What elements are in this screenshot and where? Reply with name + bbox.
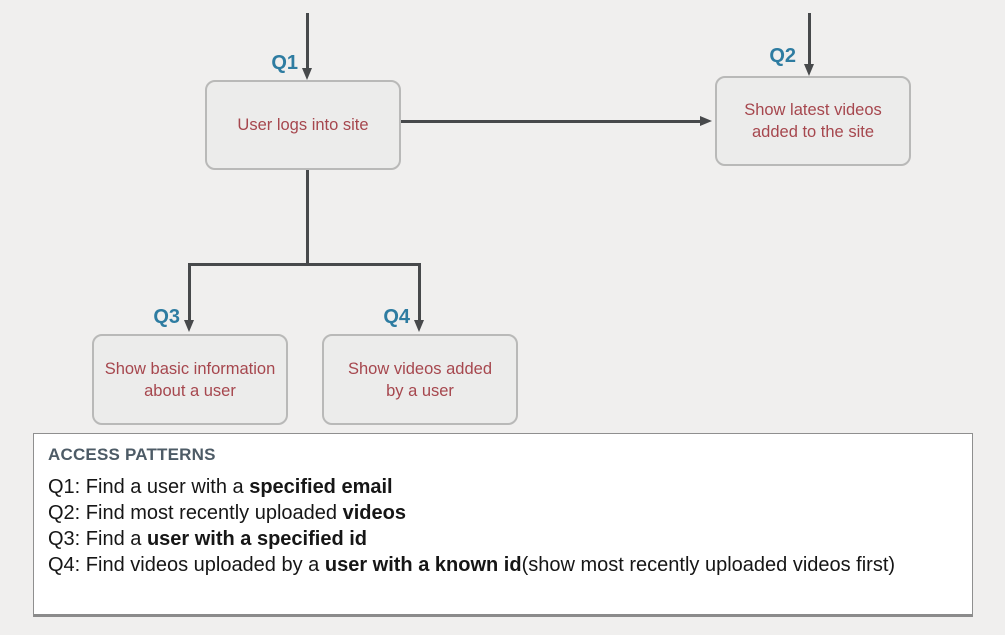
node-show-latest-videos: Show latest videos added to the site	[715, 76, 911, 166]
access-patterns-panel: ACCESS PATTERNS Q1: Find a user with a s…	[33, 433, 973, 617]
q4-label: Q4	[383, 306, 410, 328]
access-pattern-line-q4: Q4: Find videos uploaded by a user with …	[48, 554, 896, 576]
arrow-line-into-q1	[306, 13, 309, 68]
arrowhead-down-icon	[184, 320, 194, 332]
q3-label: Q3	[153, 306, 180, 328]
node-show-basic-user-info: Show basic information about a user	[92, 334, 288, 425]
node-user-logs-into-site: User logs into site	[205, 80, 401, 170]
node-text-line: User logs into site	[237, 116, 369, 134]
node-show-videos-by-user: Show videos added by a user	[322, 334, 518, 425]
access-patterns-title: ACCESS PATTERNS	[48, 445, 216, 464]
node-text-line: by a user	[386, 381, 454, 400]
arrowhead-right-icon	[700, 116, 712, 126]
node-text-line: Show videos added	[347, 359, 493, 378]
node-text-line: Show basic information	[104, 359, 276, 378]
arrow-line-into-q3	[188, 263, 191, 320]
connector-stem-from-q1	[306, 170, 309, 263]
arrowhead-down-icon	[414, 320, 424, 332]
access-pattern-line-q1: Q1: Find a user with a specified email	[48, 476, 393, 498]
arrow-line-into-q4	[418, 263, 421, 320]
arrowhead-down-icon	[804, 64, 814, 76]
node-text-line: added to the site	[751, 123, 874, 141]
access-pattern-line-q2: Q2: Find most recently uploaded videos	[48, 502, 406, 524]
arrow-line-q1-to-q2	[401, 120, 701, 123]
arrow-line-into-q2	[808, 13, 811, 64]
node-text-line: Show latest videos	[744, 101, 882, 119]
arrowhead-down-icon	[302, 68, 312, 80]
node-text-line: about a user	[144, 381, 236, 400]
connector-branch-bar	[188, 263, 421, 266]
q1-label: Q1	[271, 52, 298, 74]
access-pattern-line-q3: Q3: Find a user with a specified id	[48, 528, 367, 550]
q2-label: Q2	[769, 45, 796, 67]
